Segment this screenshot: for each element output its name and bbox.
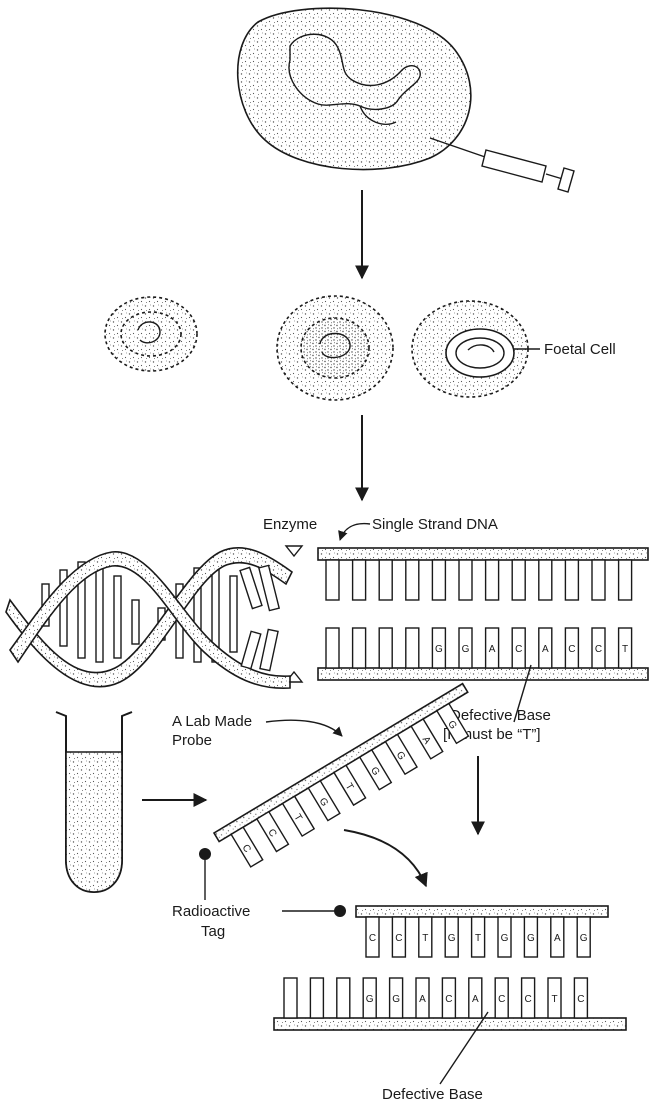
womb-illustration — [238, 8, 471, 169]
lower-tooth-3 — [379, 628, 392, 668]
upper-tooth-2 — [353, 560, 366, 600]
enzyme-label: Enzyme — [263, 516, 317, 533]
hybrid-probe-strand: CCTGTGGAG — [356, 906, 608, 957]
hybrid-probe-tooth-letter-8: A — [554, 933, 561, 944]
hybrid-target-tooth-letter-1: G — [366, 994, 374, 1005]
lower-tooth-letter-3: A — [489, 644, 496, 655]
hybrid-target-tooth-letter-4: C — [445, 994, 452, 1005]
womb-outline — [238, 8, 471, 169]
lab-probe-label-1: A Lab Made — [172, 713, 252, 730]
curved-arrow-to-hybrid — [344, 830, 426, 886]
double-helix — [6, 548, 292, 688]
hybrid-target-tooth-2 — [310, 978, 323, 1018]
hybrid-probe-tooth-letter-2: C — [395, 933, 402, 944]
lower-tooth-4 — [406, 628, 419, 668]
hybrid-target-tooth-letter-6: C — [498, 994, 505, 1005]
lab-probe-pointer — [266, 720, 342, 736]
helix-unzipped-ends — [240, 565, 279, 670]
lower-tooth-1 — [326, 628, 339, 668]
hybrid-probe-tooth-letter-5: T — [475, 933, 481, 944]
foetal-cell-1 — [105, 297, 197, 371]
hybrid-probe-tooth-letter-9: G — [580, 933, 588, 944]
hybrid-target-tooth-letter-5: A — [472, 994, 479, 1005]
hybrid-probe-tooth-letter-1: C — [369, 933, 376, 944]
upper-tooth-7 — [486, 560, 499, 600]
upper-tooth-6 — [459, 560, 472, 600]
test-tube — [56, 712, 132, 892]
lower-tooth-letter-7: C — [595, 644, 602, 655]
radioactive-tag-label-2: Tag — [201, 923, 225, 940]
hybrid-probe-tooth-letter-3: T — [422, 933, 428, 944]
hybrid-target-tooth-letter-7: C — [524, 994, 531, 1005]
lower-tooth-letter-4: C — [515, 644, 522, 655]
upper-tooth-3 — [379, 560, 392, 600]
lower-tooth-letter-6: C — [568, 644, 575, 655]
upper-tooth-9 — [539, 560, 552, 600]
enzyme-triangle-top — [286, 546, 302, 556]
hybrid-target-teeth: GGACACCTC — [284, 978, 587, 1018]
upper-tooth-1 — [326, 560, 339, 600]
lower-tooth-letter-5: A — [542, 644, 549, 655]
upper-tooth-4 — [406, 560, 419, 600]
foetal-cell-label: Foetal Cell — [544, 341, 616, 358]
hybrid-probe-tooth-letter-4: G — [448, 933, 456, 944]
hybrid-probe-tooth-letter-6: G — [501, 933, 509, 944]
upper-tooth-10 — [565, 560, 578, 600]
hybrid-target-tooth-letter-8: T — [551, 994, 557, 1005]
upper-tooth-12 — [619, 560, 632, 600]
upper-tooth-11 — [592, 560, 605, 600]
hybrid-target-tooth-letter-2: G — [392, 994, 400, 1005]
hybrid-target-tooth-3 — [337, 978, 350, 1018]
single-strand-dna-label: Single Strand DNA — [372, 516, 498, 533]
hybrid-target-tooth-letter-9: C — [577, 994, 584, 1005]
upper-strand-teeth — [326, 560, 632, 600]
upper-tooth-5 — [432, 560, 445, 600]
hybrid-probe-tooth-letter-7: G — [527, 933, 535, 944]
lower-tooth-letter-2: G — [462, 644, 470, 655]
hybrid-target-tooth-1 — [284, 978, 297, 1018]
radioactive-tag-label-1: Radioactive — [172, 903, 250, 920]
lower-tooth-2 — [353, 628, 366, 668]
radioactive-tag-dot-hybrid — [334, 905, 346, 917]
foetal-cell-2 — [277, 296, 393, 400]
defective-base-label-2: Defective Base — [382, 1086, 483, 1103]
single-strand-pointer — [340, 524, 370, 540]
radioactive-tag-dot-probe — [199, 848, 211, 860]
lower-tooth-letter-1: G — [435, 644, 443, 655]
lab-probe-label-2: Probe — [172, 732, 212, 749]
upper-single-strand — [318, 548, 648, 600]
lower-tooth-letter-8: T — [622, 644, 628, 655]
defective-base-label-1: Defective Base — [450, 707, 551, 724]
foetal-cell-3 — [412, 301, 540, 397]
hybrid-target-tooth-letter-3: A — [419, 994, 426, 1005]
upper-tooth-8 — [512, 560, 525, 600]
syringe-icon — [430, 138, 574, 192]
